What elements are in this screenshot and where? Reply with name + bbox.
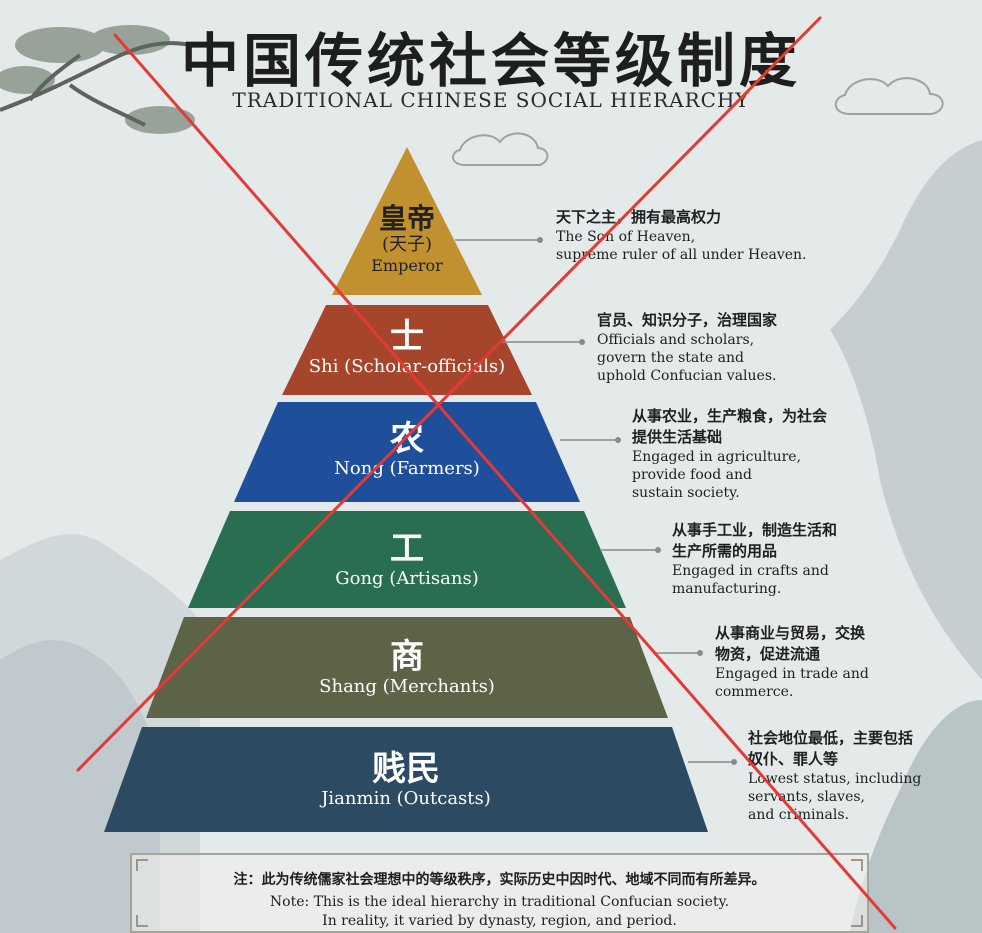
annotation-shang: 从事商业与贸易，交换 物资，促进流通 Engaged in trade and … — [715, 623, 925, 701]
annotation-emperor-zh: 天下之主，拥有最高权力 — [556, 208, 722, 226]
tier-jianmin-zh: 贱民 — [372, 749, 440, 789]
tier-gong-en: Gong (Artisans) — [335, 568, 479, 589]
annotation-gong-en: Engaged in crafts and manufacturing. — [672, 563, 829, 597]
annotation-emperor-en: The Son of Heaven, supreme ruler of all … — [556, 229, 807, 263]
tier-shang-label: 商 Shang (Merchants) — [146, 638, 668, 698]
tier-shang-en: Shang (Merchants) — [319, 676, 495, 697]
annotation-nong-zh: 从事农业，生产粮食，为社会 提供生活基础 — [632, 407, 828, 446]
annotation-gong-zh: 从事手工业，制造生活和 生产所需的用品 — [672, 521, 838, 560]
note-chinese: 注：此为传统儒家社会理想中的等级秩序，实际历史中因时代、地域不同而有所差异。 — [233, 872, 766, 888]
tier-emperor-sub: (天子) — [381, 234, 433, 255]
annotation-shi: 官员、知识分子，治理国家 Officials and scholars, gov… — [597, 310, 837, 385]
tier-shi-en: Shi (Scholar-officials) — [308, 356, 506, 377]
annotation-jianmin-en: Lowest status, including servants, slave… — [748, 771, 922, 823]
tier-gong-label: 工 Gong (Artisans) — [188, 530, 626, 590]
tier-shi-zh: 士 — [390, 317, 424, 357]
annotation-nong-en: Engaged in agriculture, provide food and… — [632, 449, 802, 501]
tier-emperor-en: Emperor — [371, 256, 443, 275]
annotation-shang-zh: 从事商业与贸易，交换 物资，促进流通 — [715, 624, 866, 663]
annotation-shang-en: Engaged in trade and commerce. — [715, 666, 869, 700]
tier-emperor-zh: 皇帝 — [378, 202, 435, 235]
cloud-ornament-center — [452, 132, 549, 166]
tier-gong-zh: 工 — [390, 529, 424, 569]
annotation-jianmin: 社会地位最低，主要包括 奴仆、罪人等 Lowest status, includ… — [748, 728, 968, 824]
tier-jianmin-en: Jianmin (Outcasts) — [321, 788, 491, 809]
annotation-nong: 从事农业，生产粮食，为社会 提供生活基础 Engaged in agricult… — [632, 406, 872, 502]
annotation-gong: 从事手工业，制造生活和 生产所需的用品 Engaged in crafts an… — [672, 520, 892, 598]
tier-nong-en: Nong (Farmers) — [334, 458, 480, 479]
annotation-shi-zh: 官员、知识分子，治理国家 — [597, 311, 778, 329]
note-english: Note: This is the ideal hierarchy in tra… — [269, 894, 730, 929]
mountain-right — [830, 140, 982, 680]
annotation-jianmin-zh: 社会地位最低，主要包括 奴仆、罪人等 — [748, 729, 914, 768]
annotation-emperor: 天下之主，拥有最高权力 The Son of Heaven, supreme r… — [556, 207, 816, 264]
title-english: TRADITIONAL CHINESE SOCIAL HIERARCHY — [232, 88, 750, 112]
tier-nong-zh: 农 — [390, 419, 424, 459]
tier-emperor-label: 皇帝 (天子) Emperor — [347, 203, 467, 277]
tier-shang-zh: 商 — [390, 637, 424, 677]
tier-shi-label: 士 Shi (Scholar-officials) — [282, 318, 532, 378]
tier-nong-label: 农 Nong (Farmers) — [234, 420, 580, 480]
annotation-shi-en: Officials and scholars, govern the state… — [597, 332, 777, 384]
tier-jianmin-label: 贱民 Jianmin (Outcasts) — [104, 750, 708, 810]
title-chinese: 中国传统社会等级制度 — [180, 27, 801, 95]
note-box: 注：此为传统儒家社会理想中的等级秩序，实际历史中因时代、地域不同而有所差异。 N… — [130, 853, 869, 933]
